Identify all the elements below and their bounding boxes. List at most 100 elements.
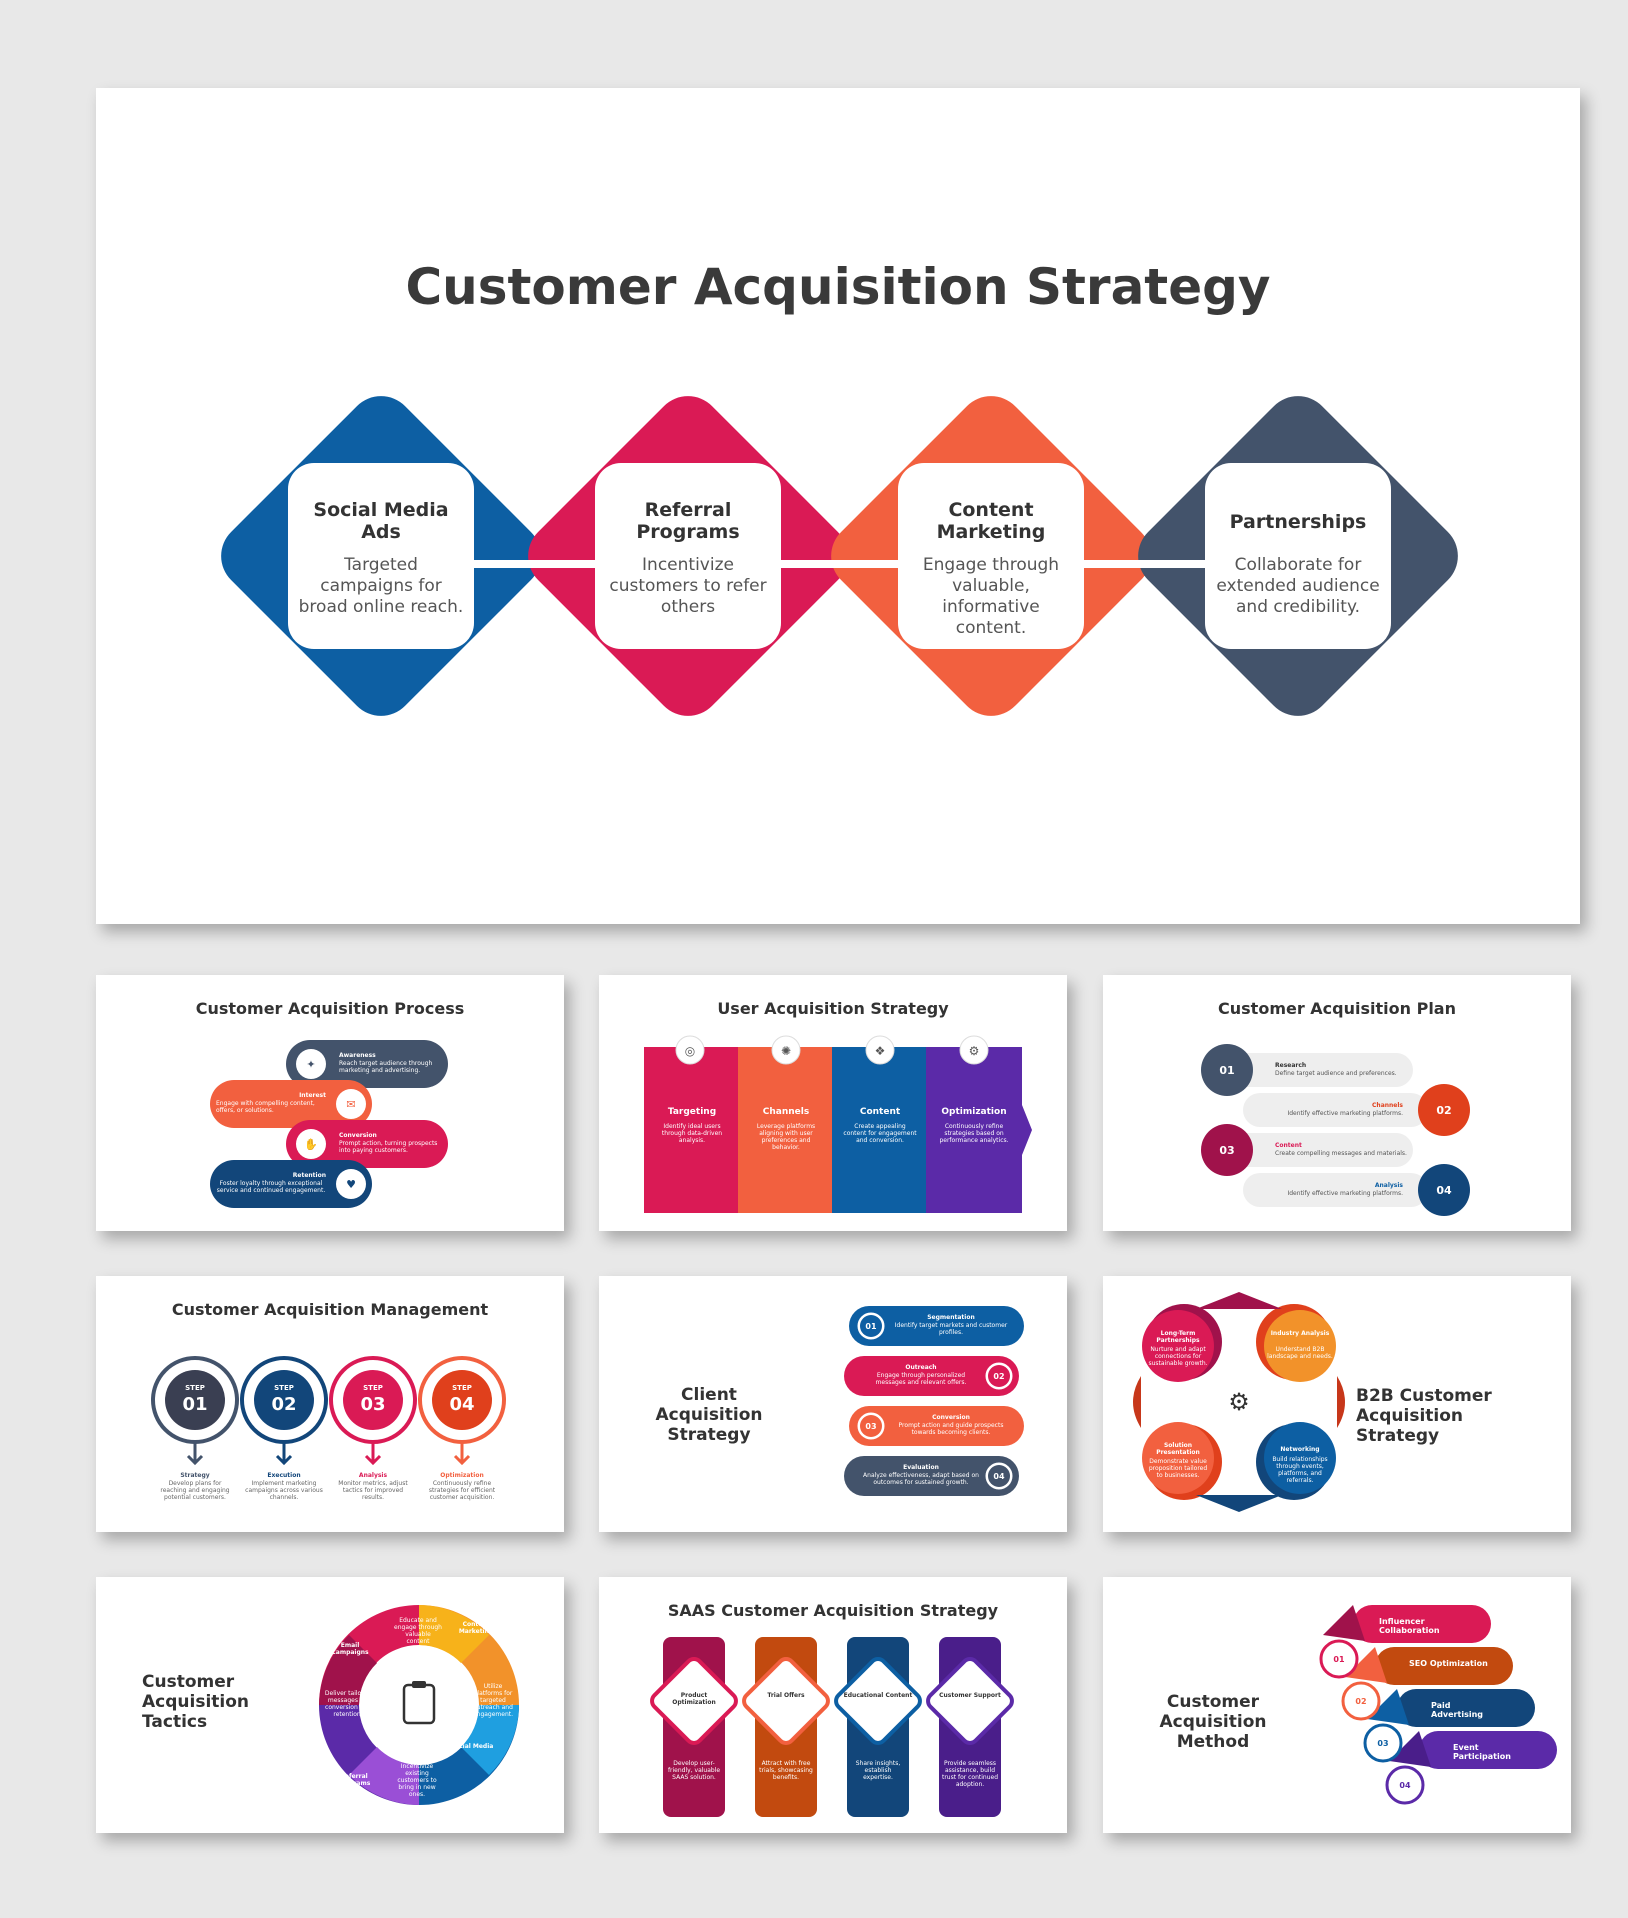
network-icon: ⚙ [1228,1388,1250,1416]
network-icon: ✺ [781,1044,791,1058]
row-desc: Prompt action and guide prospects toward… [898,1422,1004,1436]
thumb-saas-customer-acquisition-strategy[interactable]: SAAS Customer Acquisition Strategy Produ… [599,1577,1067,1833]
seg-desc: Educate and engage through valuable cont… [394,1617,442,1645]
row-label: Segmentation [927,1314,975,1321]
col-label: Optimization [941,1107,1007,1117]
content-icon: ❖ [875,1044,886,1058]
step-num: 02 [271,1394,296,1415]
thumb-customer-acquisition-process[interactable]: Customer Acquisition Process ✦ ✉ ✋ ♥ Awa… [96,975,564,1231]
col-label: Trial Offers [767,1692,805,1699]
card-desc: Targeted campaigns for broad online reac… [298,555,464,617]
card-title: Referral Programs [636,499,740,543]
card-title: Social Media Ads [313,499,449,543]
col-label: Channels [762,1107,810,1117]
item-desc: Nurture and adapt connections for sustai… [1148,1346,1208,1367]
step-label: Analysis [358,1472,388,1479]
card-referral-programs[interactable]: Referral Programs Incentivize customers … [595,463,781,649]
thumb-title: Customer Acquisition Tactics [142,1672,250,1732]
thumb-title: Client Acquisition Strategy [655,1385,763,1445]
row-label: Influencer Collaboration [1379,1617,1440,1635]
card-content-marketing[interactable]: Content Marketing Engage through valuabl… [898,463,1084,649]
thumb-title: Customer Acquisition Plan [1218,999,1456,1018]
step-label: Execution [267,1472,301,1479]
col-desc: Attract with free trials, showcasing ben… [759,1760,813,1781]
col-label: Content [859,1107,901,1117]
row-label: Research [1275,1062,1307,1069]
step-word: STEP [363,1384,383,1392]
seg-desc: Utilize platforms for targeted outreach … [472,1683,514,1718]
connector-line [396,560,1296,568]
chat-icon [336,1089,366,1119]
bulb-icon [296,1049,326,1079]
thumb-client-acquisition-strategy[interactable]: Client Acquisition Strategy 01 02 03 04 … [599,1276,1067,1532]
item-desc: Understand B2B landscape and needs. [1267,1346,1333,1360]
step-desc: Engage with compelling content, offers, … [216,1100,315,1114]
plan-num-02: 02 [1436,1104,1451,1117]
method-diagram: 01 02 03 04 [1319,1605,1557,1805]
col-desc: Create appealing content for engagement … [843,1123,917,1144]
thumb-b2b-customer-acquisition-strategy[interactable]: B2B Customer Acquisition Strategy ⚙ Long… [1103,1276,1571,1532]
row-desc: Create compelling messages and materials… [1275,1150,1407,1157]
process-diagram: ✦ ✉ ✋ ♥ [210,1040,448,1208]
row-label: Channels [1372,1102,1403,1109]
step-word: STEP [452,1384,472,1392]
row-label: Event Participation [1453,1743,1511,1761]
row-desc: Identify effective marketing platforms. [1287,1190,1403,1197]
step-word: STEP [274,1384,294,1392]
plan-diagram: 01 02 03 04 [1201,1044,1470,1216]
item-label: Solution Presentation [1156,1442,1200,1456]
seg-label: Referral Programs [337,1773,371,1787]
col-desc: Identify ideal users through data-driven… [661,1123,723,1144]
card-title: Partnerships [1229,511,1367,533]
row-label: Analysis [1374,1182,1403,1189]
client-num: 03 [865,1422,876,1431]
thumb-title: SAAS Customer Acquisition Strategy [667,1601,999,1620]
item-desc: Demonstrate value proposition tailored t… [1148,1458,1208,1479]
col-desc: Develop user-friendly, valuable SAAS sol… [667,1760,721,1781]
step-desc: Monitor metrics, adjust tactics for impr… [338,1480,408,1501]
step-label: Optimization [440,1472,484,1479]
plan-num-04: 04 [1436,1184,1452,1197]
tactics-diagram [319,1605,519,1805]
row-label: Evaluation [903,1464,939,1471]
seg-label: Email Campaigns [331,1642,369,1656]
user-diagram: ◎ ✺ ❖ ⚙ [644,1035,1032,1213]
item-label: Networking [1280,1446,1320,1453]
col-label: Customer Support [939,1692,1001,1699]
step-label: Awareness [339,1052,376,1059]
saas-diagram [650,1637,1014,1817]
col-label: Educational Content [843,1692,913,1699]
col-desc: Provide seamless assistance, build trust… [941,1760,999,1788]
step-label: Retention [292,1172,326,1179]
plan-num-01: 01 [1219,1064,1234,1077]
thumb-customer-acquisition-tactics[interactable]: Customer Acquisition Tactics Email Campa… [96,1577,564,1833]
svg-text:✦: ✦ [306,1058,315,1071]
thumb-title: User Acquisition Strategy [717,999,949,1018]
seg-label: Content Marketing [458,1621,494,1635]
row-label: Conversion [932,1414,970,1421]
card-desc: Incentivize customers to refer others [609,555,767,617]
thumb-title: B2B Customer Acquisition Strategy [1356,1386,1492,1446]
row-desc: Identify target markets and customer pro… [894,1322,1008,1336]
card-title: Content Marketing [936,499,1046,543]
target-icon: ◎ [685,1044,695,1058]
step-word: STEP [185,1384,205,1392]
thumb-customer-acquisition-management[interactable]: Customer Acquisition Management STEP STE… [96,1276,564,1532]
client-diagram: 01 02 03 04 [844,1306,1024,1496]
row-desc: Engage through personalized messages and… [875,1372,967,1386]
handshake-icon [296,1129,326,1159]
thumb-customer-acquisition-plan[interactable]: Customer Acquisition Plan 01 02 03 04 Re… [1103,975,1571,1231]
client-num: 02 [993,1372,1004,1381]
client-num: 01 [865,1322,877,1331]
management-diagram: STEP STEP STEP STEP 01 02 03 04 [151,1356,506,1466]
thumb-customer-acquisition-method[interactable]: Customer Acquisition Method 01 02 03 04 … [1103,1577,1571,1833]
thumb-user-acquisition-strategy[interactable]: User Acquisition Strategy ◎ ✺ ❖ ⚙ Target… [599,975,1067,1231]
card-social-media-ads[interactable]: Social Media Ads Targeted campaigns for … [288,463,474,649]
main-slide[interactable]: Customer Acquisition Strategy Social Med… [96,88,1580,924]
card-desc: Collaborate for extended audience and cr… [1216,555,1380,617]
step-desc: Foster loyalty through exceptional servi… [216,1180,326,1194]
svg-text:♥: ♥ [346,1178,356,1191]
thumb-title: Customer Acquisition Process [195,999,465,1018]
seg-desc: Incentivize existing customers to bring … [397,1763,437,1798]
card-partnerships[interactable]: Partnerships Collaborate for extended au… [1205,463,1391,649]
